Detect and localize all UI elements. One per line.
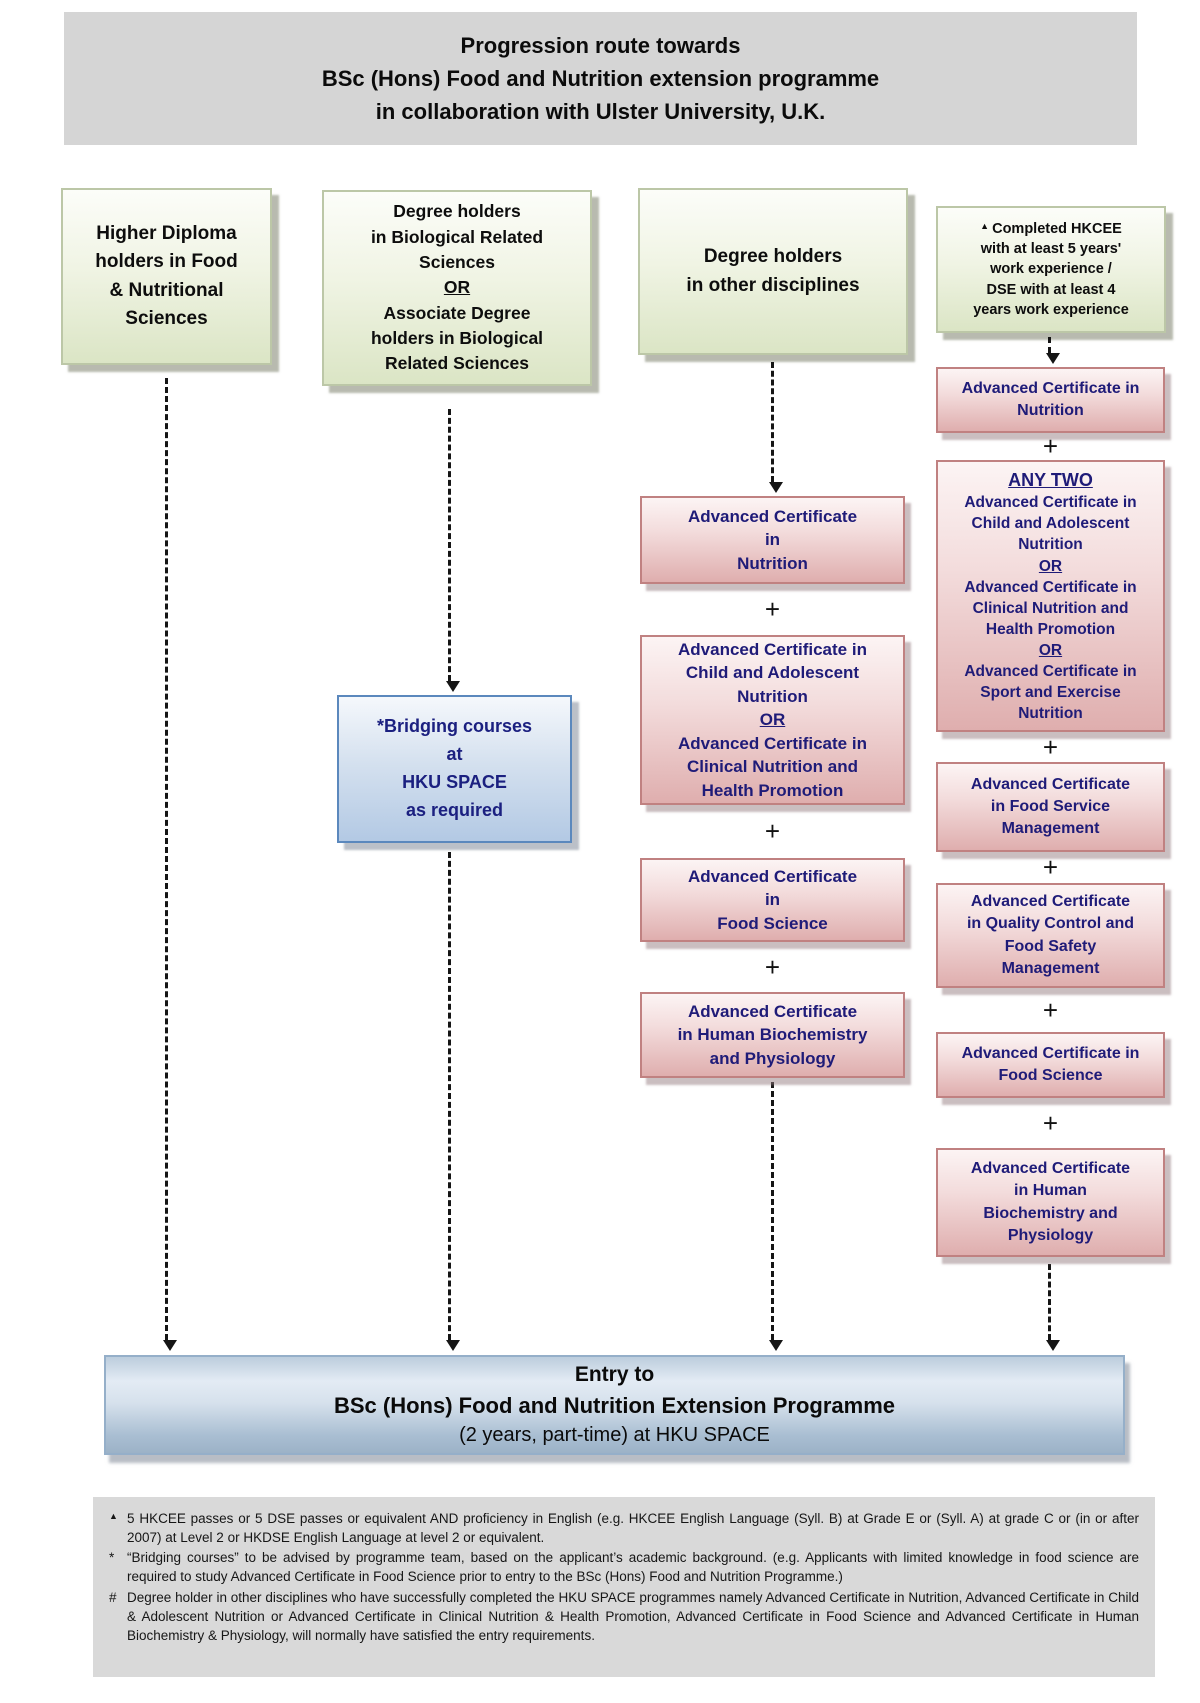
footnotes-band: ▲ 5 HKCEE passes or 5 DSE passes or equi… bbox=[93, 1497, 1155, 1677]
footnote-bridging-courses: * “Bridging courses” to be advised by pr… bbox=[107, 1548, 1139, 1586]
dashed-arrow-col3-lower bbox=[768, 1082, 783, 1351]
dashed-arrow-col4-upper bbox=[1045, 337, 1060, 364]
dashed-arrow-col2-upper bbox=[445, 409, 460, 692]
plus-sign: + bbox=[1042, 431, 1059, 461]
entry-line-3: (2 years, part-time) at HKU SPACE bbox=[459, 1424, 770, 1447]
entry-line-2: BSc (Hons) Food and Nutrition Extension … bbox=[333, 1393, 896, 1419]
footnote-text: 5 HKCEE passes or 5 DSE passes or equiva… bbox=[127, 1511, 1139, 1546]
plus-sign: + bbox=[1042, 732, 1059, 762]
dashed-arrow-col2-lower bbox=[445, 852, 460, 1351]
dashed-arrow-col4-lower bbox=[1045, 1264, 1060, 1351]
footnote-degree-holder: # Degree holder in other disciplines who… bbox=[107, 1588, 1139, 1645]
plus-sign: + bbox=[764, 816, 781, 846]
footnote-text: Degree holder in other disciplines who h… bbox=[127, 1589, 1139, 1643]
footnote-hkcee-passes: ▲ 5 HKCEE passes or 5 DSE passes or equi… bbox=[107, 1509, 1139, 1547]
triangle-marker: ▲ bbox=[109, 1511, 118, 1521]
hash-marker: # bbox=[109, 1589, 117, 1605]
plus-sign: + bbox=[764, 594, 781, 624]
plus-sign: + bbox=[764, 952, 781, 982]
plus-sign: + bbox=[1042, 852, 1059, 882]
footnote-text: “Bridging courses” to be advised by prog… bbox=[127, 1550, 1139, 1585]
entry-box: Entry to BSc (Hons) Food and Nutrition E… bbox=[104, 1355, 1125, 1455]
plus-sign: + bbox=[1042, 995, 1059, 1025]
dashed-arrow-col1 bbox=[162, 378, 177, 1351]
asterisk-marker: * bbox=[109, 1550, 115, 1566]
entry-line-1: Entry to bbox=[574, 1363, 655, 1387]
dashed-arrow-col3-upper bbox=[768, 362, 783, 493]
plus-sign: + bbox=[1042, 1108, 1059, 1138]
